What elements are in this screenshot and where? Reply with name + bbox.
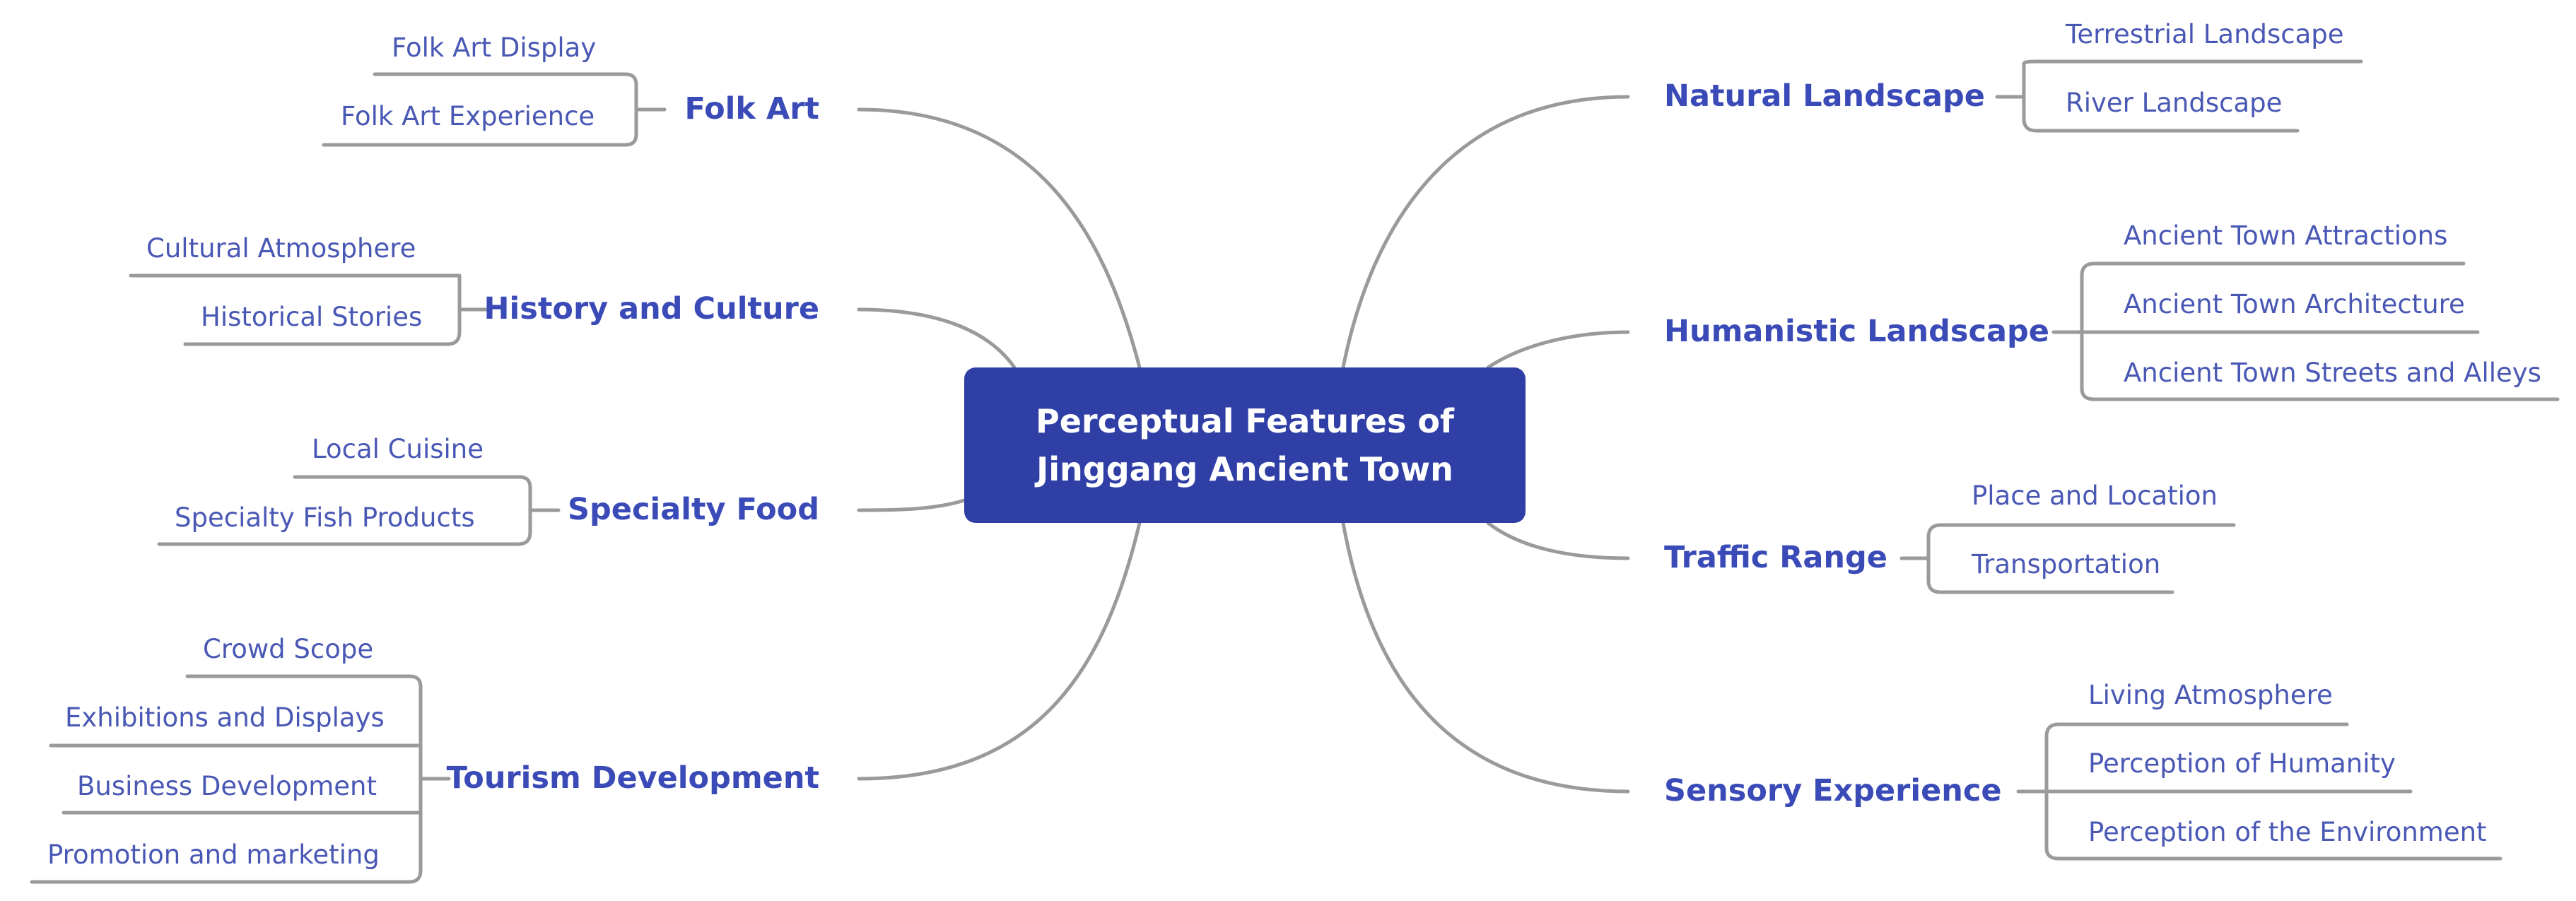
leaf-perception-environment[interactable]: Perception of the Environment xyxy=(2088,817,2487,847)
connector-sensory-experience xyxy=(1341,521,1630,794)
leaf-living-atmosphere[interactable]: Living Atmosphere xyxy=(2088,680,2333,710)
leaf-historical-stories[interactable]: Historical Stories xyxy=(201,302,423,332)
leaf-place-location[interactable]: Place and Location xyxy=(1972,481,2218,511)
leaf-cultural-atmosphere[interactable]: Cultural Atmosphere xyxy=(146,233,416,264)
leaf-ancient-town-architecture[interactable]: Ancient Town Architecture xyxy=(2124,289,2465,319)
leaf-crowd-scope[interactable]: Crowd Scope xyxy=(203,634,374,664)
branch-natural-landscape[interactable]: Natural Landscape xyxy=(1664,78,1985,114)
central-topic-line-1: Perceptual Features of xyxy=(1036,402,1454,440)
branch-tourism-development[interactable]: Tourism Development xyxy=(446,760,819,796)
connector-natural-landscape xyxy=(1341,95,1630,370)
connector-folk-art xyxy=(857,107,1142,370)
connector-traffic-range xyxy=(1486,521,1630,560)
leaf-folk-art-display[interactable]: Folk Art Display xyxy=(392,33,597,63)
leaf-river-landscape[interactable]: River Landscape xyxy=(2066,88,2283,118)
branch-specialty-food[interactable]: Specialty Food xyxy=(568,492,819,527)
leaf-ancient-town-streets-alleys[interactable]: Ancient Town Streets and Alleys xyxy=(2124,358,2541,388)
leaf-perception-humanity[interactable]: Perception of Humanity xyxy=(2088,748,2396,779)
connector-history-culture xyxy=(857,307,1017,370)
branch-humanistic-landscape[interactable]: Humanistic Landscape xyxy=(1664,314,2049,349)
branch-folk-art[interactable]: Folk Art xyxy=(684,91,819,126)
leaf-local-cuisine[interactable]: Local Cuisine xyxy=(312,434,484,464)
connector-tourism-development xyxy=(857,521,1142,781)
branch-history-culture[interactable]: History and Culture xyxy=(484,291,819,326)
branch-sensory-experience[interactable]: Sensory Experience xyxy=(1664,773,2002,808)
leaf-business-development[interactable]: Business Development xyxy=(77,771,377,801)
leaf-exhibitions-displays[interactable]: Exhibitions and Displays xyxy=(65,702,385,733)
leaf-promotion-marketing[interactable]: Promotion and marketing xyxy=(47,840,380,870)
leaf-ancient-town-attractions[interactable]: Ancient Town Attractions xyxy=(2124,220,2448,251)
leaf-folk-art-experience[interactable]: Folk Art Experience xyxy=(341,101,595,131)
central-topic-line-2: Jinggang Ancient Town xyxy=(1036,450,1453,488)
leaf-transportation[interactable]: Transportation xyxy=(1972,549,2161,579)
leaf-terrestrial-landscape[interactable]: Terrestrial Landscape xyxy=(2066,19,2344,49)
central-topic[interactable]: Perceptual Features of Jinggang Ancient … xyxy=(964,367,1526,523)
connector-humanistic-landscape xyxy=(1486,330,1630,370)
leaf-specialty-fish-products[interactable]: Specialty Fish Products xyxy=(175,502,475,533)
connector-specialty-food xyxy=(857,498,966,512)
branch-traffic-range[interactable]: Traffic Range xyxy=(1664,540,1887,575)
